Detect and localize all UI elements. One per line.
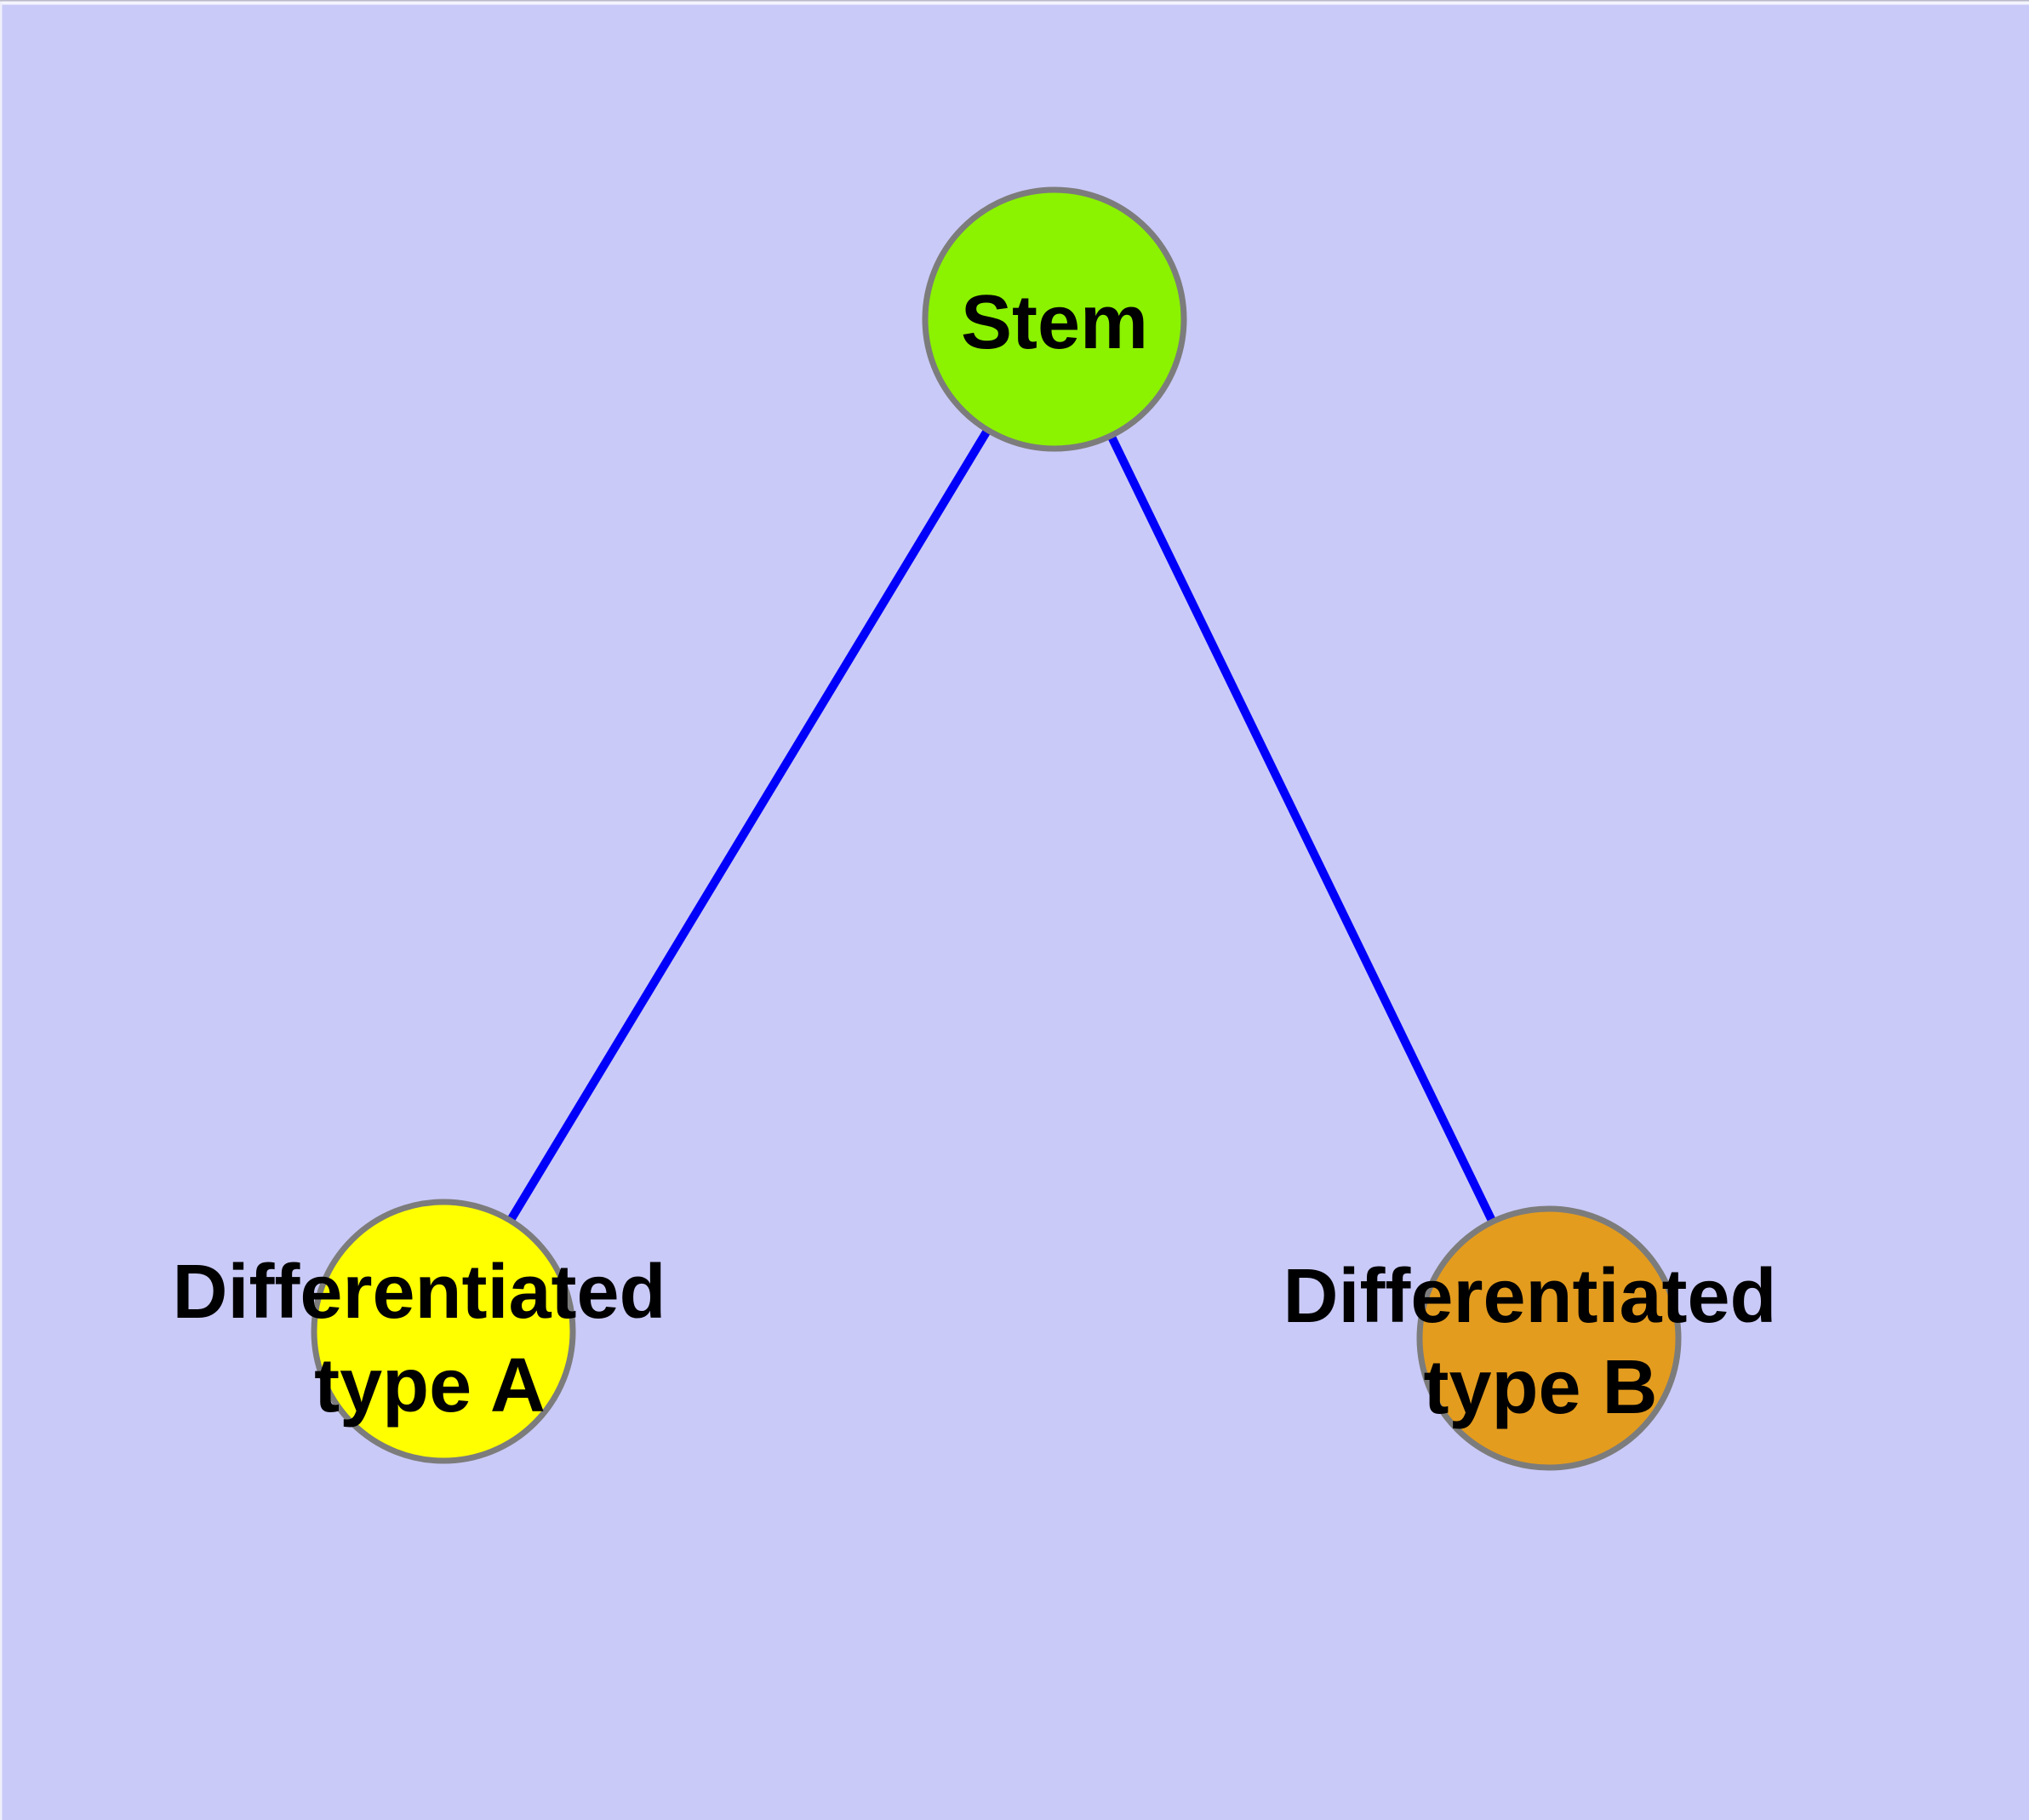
window-top-hairline (0, 0, 2029, 2)
node-label-differentiated-type-b: Differentiated type B (1283, 1254, 1798, 1430)
edge-stem-to-type-a (439, 317, 1059, 1334)
edge-stem-to-type-b (1050, 317, 1553, 1341)
node-label-stem: Stem (961, 280, 1148, 365)
label-line: Differentiated (1283, 1254, 1776, 1339)
node-differentiated-type-a (311, 1199, 576, 1464)
window-top-highlight (0, 1, 2029, 5)
node-differentiated-type-b (1416, 1205, 1682, 1471)
label-line: Differentiated (172, 1250, 666, 1335)
label-line: type A (314, 1343, 546, 1428)
node-stem (922, 186, 1187, 452)
node-label-differentiated-type-a: Differentiated type A (172, 1250, 687, 1428)
window-left-highlight (0, 1, 3, 1820)
label-line: type B (1423, 1345, 1657, 1430)
